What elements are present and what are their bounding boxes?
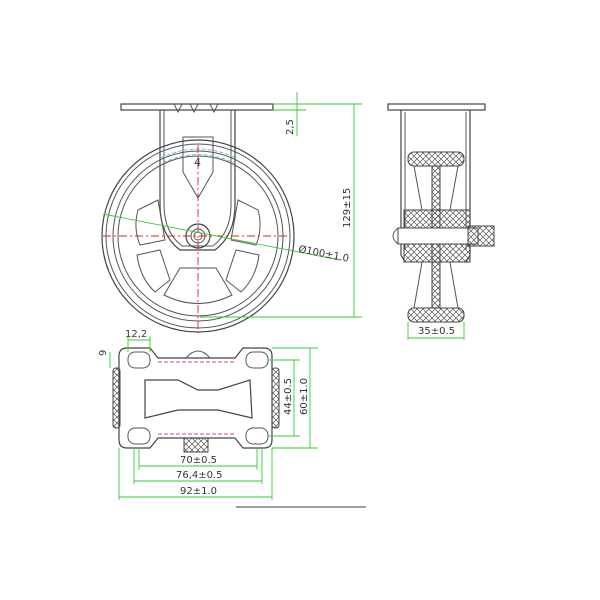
dim-plate-thickness: 2,5 [285,119,296,135]
fork-label-plate [182,136,214,200]
side-section-view: 35±0.5 [387,103,495,340]
axle-nut [467,225,495,247]
dim-bolt-spacing-x: 70±0.5 [180,455,217,466]
dim-overall-height: 129±15 [342,188,353,228]
dim-plate-length: 92±1.0 [180,486,217,497]
dim-plate-width: 60±1.0 [299,378,310,415]
dim-bolt-spacing-y: 44±0.5 [283,378,294,415]
dim-slot-height: 9 [98,350,109,356]
dim-slot-width: 12,2 [125,329,147,340]
plate-outline [118,347,273,449]
center-slot [144,379,253,419]
front-view: 4 2,5 129±15 Ø100±1.0 [101,92,362,333]
part-number-label: 4 [194,156,201,169]
top-plate-view: 12,2 9 44±0.5 60±1.0 70±0.5 76,4±0.5 92±… [98,329,318,500]
dim-bolt-spacing-x2: 76,4±0.5 [176,470,223,481]
mounting-plate [120,103,274,111]
dim-wheel-width: 35±0.5 [418,326,455,337]
axle [397,227,479,245]
dim-wheel-diameter: Ø100±1.0 [297,243,350,265]
